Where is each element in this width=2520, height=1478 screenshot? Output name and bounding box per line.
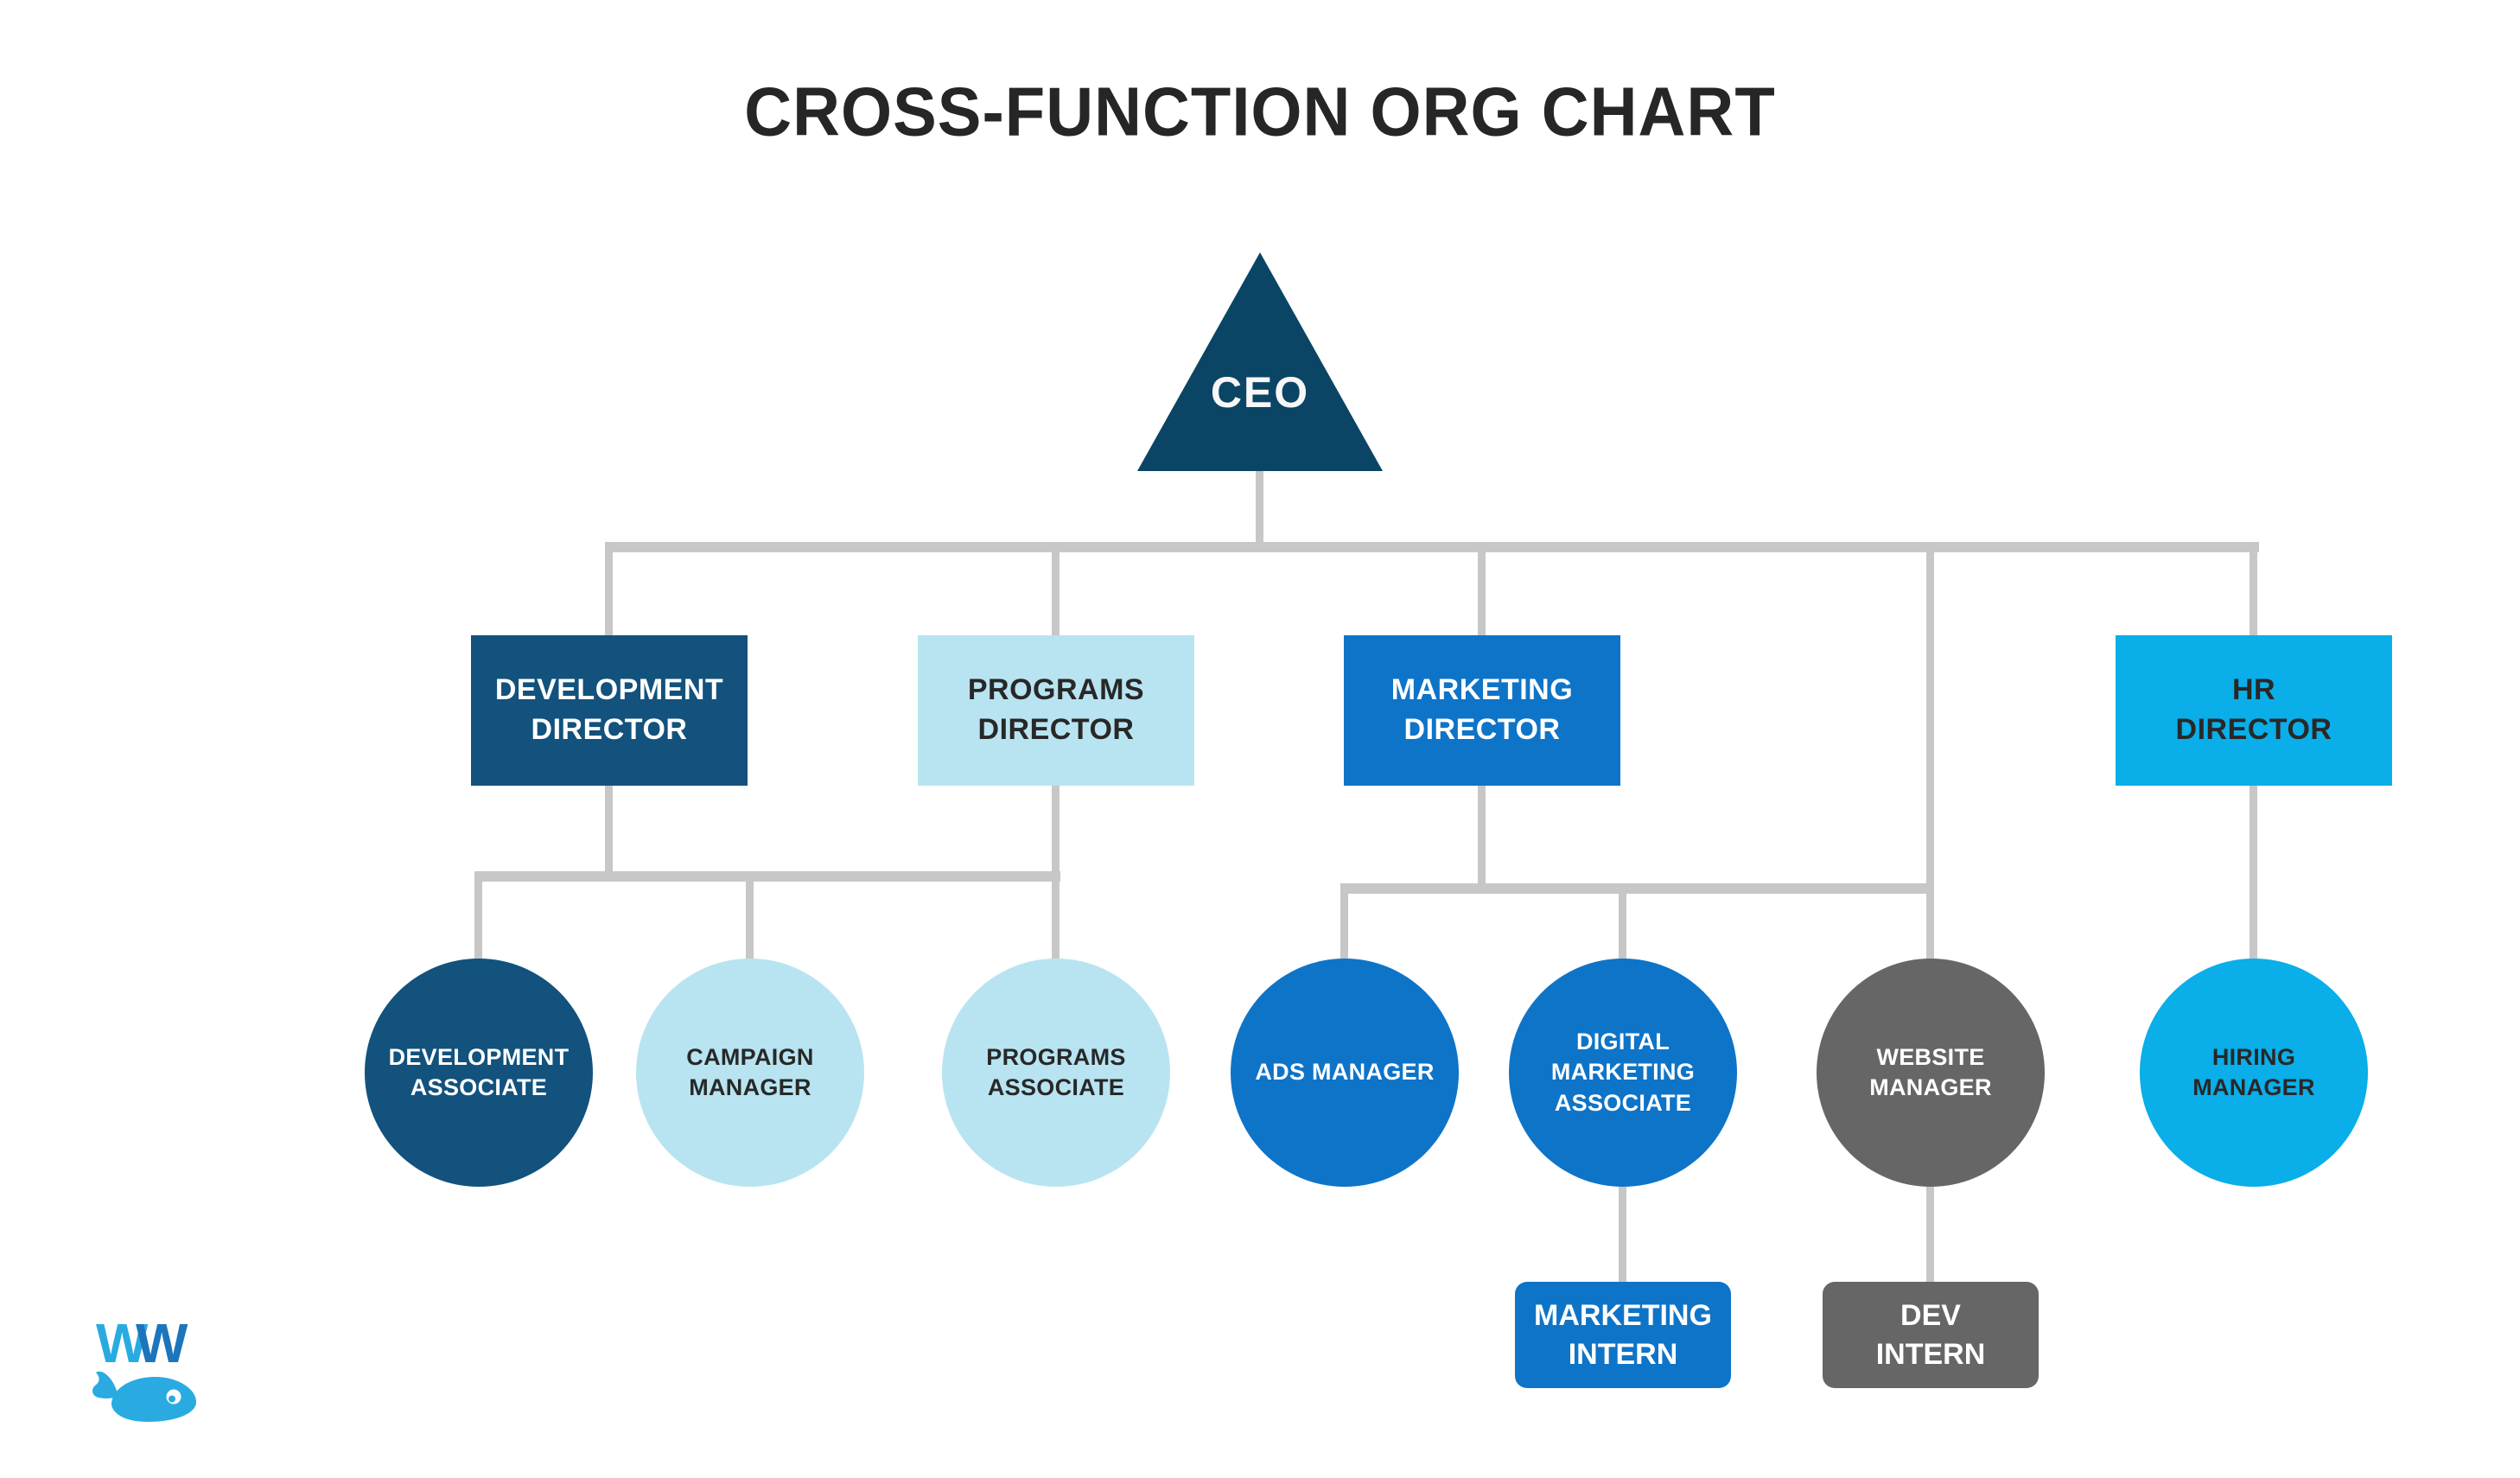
connector-devassoc-drop <box>474 871 482 965</box>
node-label: HR DIRECTOR <box>2175 673 2332 746</box>
connector-dev-intern-drop <box>1926 1184 1934 1286</box>
connector-hiring-drop <box>2250 786 2257 964</box>
node-ceo <box>1137 252 1383 471</box>
connector-dev-drop <box>605 542 613 635</box>
connector-campaign-drop <box>746 871 754 965</box>
node-marketing-intern: MARKETING INTERN <box>1515 1282 1731 1388</box>
node-development-director: DEVELOPMENT DIRECTOR <box>471 635 748 786</box>
node-label: DEVELOPMENT DIRECTOR <box>494 673 724 746</box>
node-label: MARKETING DIRECTOR <box>1390 673 1574 746</box>
node-campaign-manager: CAMPAIGN MANAGER <box>636 959 864 1187</box>
connector-progassoc-drop <box>1052 786 1060 964</box>
node-digital-marketing-associate: DIGITAL MARKETING ASSOCIATE <box>1509 959 1737 1187</box>
logo-letters: W W <box>91 1316 212 1371</box>
node-label: CAMPAIGN MANAGER <box>686 1043 814 1100</box>
connector-programs-drop <box>1052 542 1060 635</box>
node-label: WEBSITE MANAGER <box>1869 1043 1992 1100</box>
node-hiring-manager: HIRING MANAGER <box>2140 959 2368 1187</box>
node-ads-manager: ADS MANAGER <box>1231 959 1459 1187</box>
node-programs-director: PROGRAMS DIRECTOR <box>918 635 1194 786</box>
connector-ceo-drop <box>1256 465 1263 548</box>
node-label: DIGITAL MARKETING ASSOCIATE <box>1550 1029 1696 1116</box>
node-label: PROGRAMS DIRECTOR <box>967 673 1145 746</box>
whale-icon <box>92 1371 197 1422</box>
logo-letter-2: W <box>136 1312 188 1374</box>
node-hr-director: HR DIRECTOR <box>2116 635 2392 786</box>
node-dev-intern: DEV INTERN <box>1823 1282 2039 1388</box>
node-ceo-label: CEO <box>1210 368 1310 417</box>
connector-ads-drop <box>1340 883 1348 965</box>
node-website-manager: WEBSITE MANAGER <box>1817 959 2045 1187</box>
node-label: HIRING MANAGER <box>2192 1043 2315 1100</box>
logo: W W <box>91 1316 212 1445</box>
connector-mkt-children-drop <box>1478 786 1486 889</box>
logo-letter-1: W <box>96 1312 149 1374</box>
page-title: CROSS-FUNCTION ORG CHART <box>744 73 1776 151</box>
node-label: DEVELOPMENT ASSOCIATE <box>388 1043 570 1100</box>
connector-mkt-children-line <box>1340 883 1934 894</box>
connector-dev-children-line <box>474 871 1060 882</box>
node-label: MARKETING INTERN <box>1534 1299 1712 1371</box>
connector-hr-drop <box>2250 542 2257 635</box>
node-label: PROGRAMS ASSOCIATE <box>986 1043 1126 1100</box>
connector-trunk <box>605 542 2259 552</box>
node-development-associate: DEVELOPMENT ASSOCIATE <box>365 959 593 1187</box>
connector-dev-children-drop <box>605 786 613 876</box>
node-label: ADS MANAGER <box>1255 1059 1435 1086</box>
connector-digital-drop <box>1619 883 1626 965</box>
node-label: DEV INTERN <box>1875 1299 1986 1371</box>
connector-marketing-drop <box>1478 542 1486 635</box>
connector-mkt-intern-drop <box>1619 1184 1626 1286</box>
connector-website-drop <box>1926 542 1934 965</box>
node-programs-associate: PROGRAMS ASSOCIATE <box>942 959 1170 1187</box>
node-marketing-director: MARKETING DIRECTOR <box>1344 635 1620 786</box>
